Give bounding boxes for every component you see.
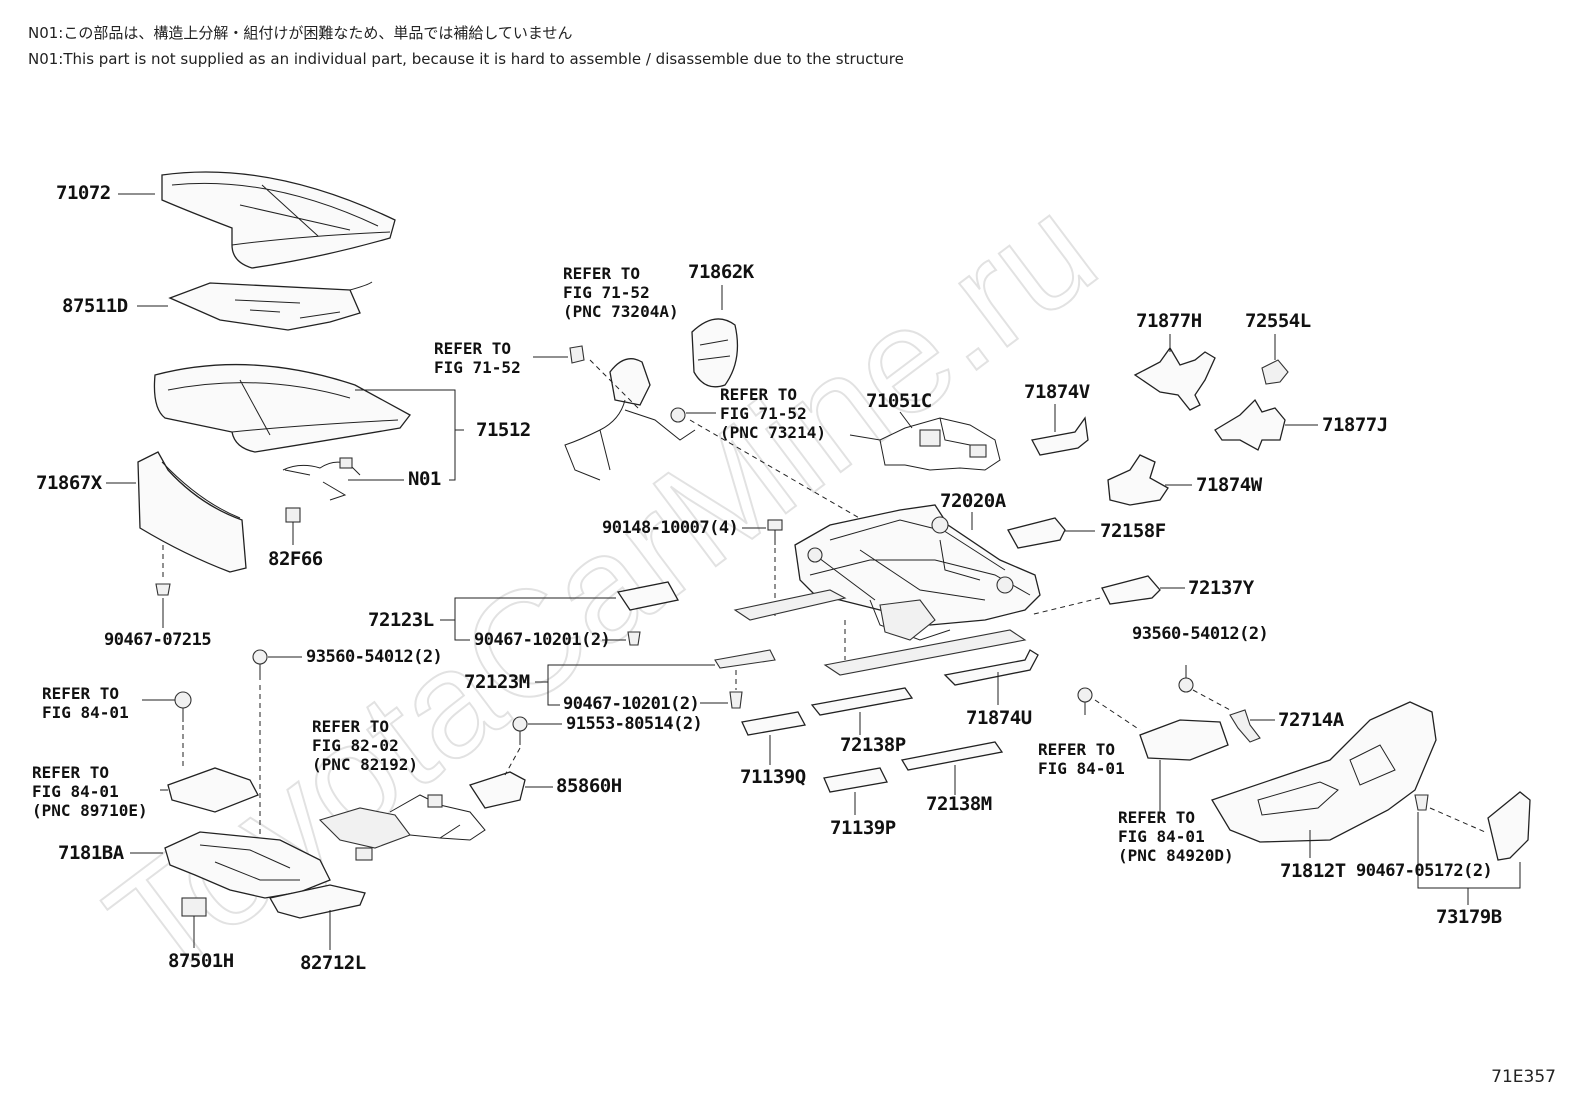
label-72138m: 72138M [926, 793, 992, 815]
wire-harness-left [564, 345, 696, 481]
label-72554l: 72554L [1245, 310, 1311, 332]
label-n01: N01 [408, 468, 441, 490]
rail-cover-72138m [900, 741, 1004, 771]
cover-72137y [1101, 575, 1161, 605]
label-93560-54012-a: 93560-54012(2) [306, 647, 443, 667]
clip-90467-07215 [155, 583, 171, 596]
bolt-refer-84-01 [174, 691, 192, 722]
ref-fig-71-52-b: REFER TO FIG 71-52 (PNC 73204A) [563, 264, 679, 321]
bracket-82712l [268, 884, 366, 919]
switch-84920d [1139, 719, 1229, 761]
module-85860h [468, 771, 526, 809]
wire-harness-71051c [849, 417, 1001, 471]
label-71874u: 71874U [966, 707, 1032, 729]
clip-90467-10201-b [729, 691, 743, 709]
label-72714a: 72714A [1278, 709, 1344, 731]
bracket-71874v [1031, 416, 1089, 456]
clip-72554l [1261, 359, 1289, 385]
label-90467-05172: 90467-05172(2) [1356, 861, 1493, 881]
note-english: N01:This part is not supplied as an indi… [28, 50, 904, 68]
label-71051c: 71051C [866, 390, 932, 412]
label-73179b: 73179B [1436, 906, 1502, 928]
label-71867x: 71867X [36, 472, 102, 494]
label-71862k: 71862K [688, 261, 754, 283]
seat-rails [733, 589, 1027, 676]
label-93560-54012-b: 93560-54012(2) [1132, 624, 1269, 644]
bolt-93560-a [252, 649, 268, 680]
label-82712l: 82712L [300, 952, 366, 974]
ref-fig-71-52-a: REFER TO FIG 71-52 [434, 339, 521, 377]
bolt-refer-84-01-right [1077, 687, 1093, 715]
label-71877j: 71877J [1322, 414, 1388, 436]
label-90148-10007: 90148-10007(4) [602, 518, 739, 538]
bolt-91553 [512, 716, 528, 745]
bolt-93560-b [1178, 665, 1194, 693]
cover-71877h [1133, 346, 1216, 411]
label-90467-10201-a: 90467-10201(2) [474, 630, 611, 650]
label-90467-10201-b: 90467-10201(2) [563, 694, 700, 714]
wire-harness-n01 [282, 457, 361, 501]
ref-fig-82-02: REFER TO FIG 82-02 (PNC 82192) [312, 717, 418, 774]
ref-fig-84-01-a: REFER TO FIG 84-01 [42, 684, 129, 722]
cover-72123m [714, 649, 776, 669]
label-71874w: 71874W [1196, 474, 1262, 496]
cover-72123l [616, 581, 679, 611]
part-87501h [181, 897, 207, 917]
label-82f66: 82F66 [268, 548, 323, 570]
label-72020a: 72020A [940, 490, 1006, 512]
clip-82f66 [285, 507, 301, 523]
bracket-71874w [1107, 454, 1169, 506]
wire-harness-82192 [318, 794, 486, 861]
label-72137y: 72137Y [1188, 577, 1254, 599]
label-71139p: 71139P [830, 817, 896, 839]
frame-7181ba [164, 831, 331, 899]
seat-heater-mat [168, 281, 373, 331]
ref-fig-71-52-c: REFER TO FIG 71-52 (PNC 73214) [720, 385, 826, 442]
label-7181ba: 7181BA [58, 842, 124, 864]
seat-frame-72020a [794, 504, 1041, 641]
module-89710e [167, 767, 259, 813]
ref-fig-84-01-d: REFER TO FIG 84-01 (PNC 84920D) [1118, 808, 1234, 865]
clip-72714a [1229, 709, 1261, 743]
label-71874v: 71874V [1024, 381, 1090, 403]
cushion-side-panel [137, 451, 247, 573]
label-71812t: 71812T [1280, 860, 1346, 882]
side-shield-71812t [1211, 701, 1437, 843]
seat-cushion-pad [153, 363, 411, 453]
rail-cover-71139q [741, 711, 806, 736]
knob-71862k [691, 318, 739, 388]
cover-72158f [1007, 517, 1066, 549]
ref-fig-84-01-b: REFER TO FIG 84-01 (PNC 89710E) [32, 763, 148, 820]
seat-cushion-cover [161, 171, 396, 269]
label-71512: 71512 [476, 419, 531, 441]
label-87501h: 87501H [168, 950, 234, 972]
ref-fig-84-01-c: REFER TO FIG 84-01 [1038, 740, 1125, 778]
note-japanese: N01:この部品は、構造上分解・組付けが困難なため、単品では補給していません [28, 24, 573, 42]
cover-71877j [1214, 398, 1286, 451]
label-71877h: 71877H [1136, 310, 1202, 332]
label-72158f: 72158F [1100, 520, 1166, 542]
label-85860h: 85860H [556, 775, 622, 797]
clip-90467-10201-a [627, 631, 641, 646]
label-72123m: 72123M [464, 671, 530, 693]
rail-cover-72138p [810, 687, 914, 716]
label-91553-80514: 91553-80514(2) [566, 714, 703, 734]
figure-code: 71E357 [1491, 1067, 1556, 1087]
rail-cover-71139p [823, 767, 888, 793]
label-87511d: 87511D [62, 295, 128, 317]
clip-90467-05172 [1414, 794, 1429, 811]
label-71072: 71072 [56, 182, 111, 204]
bolt-90148 [767, 519, 783, 545]
label-71139q: 71139Q [740, 766, 806, 788]
cover-73179b [1487, 791, 1531, 861]
label-72123l: 72123L [368, 609, 434, 631]
rail-cover-71874u [943, 649, 1039, 686]
label-90467-07215: 90467-07215 [104, 630, 212, 650]
label-72138p: 72138P [840, 734, 906, 756]
